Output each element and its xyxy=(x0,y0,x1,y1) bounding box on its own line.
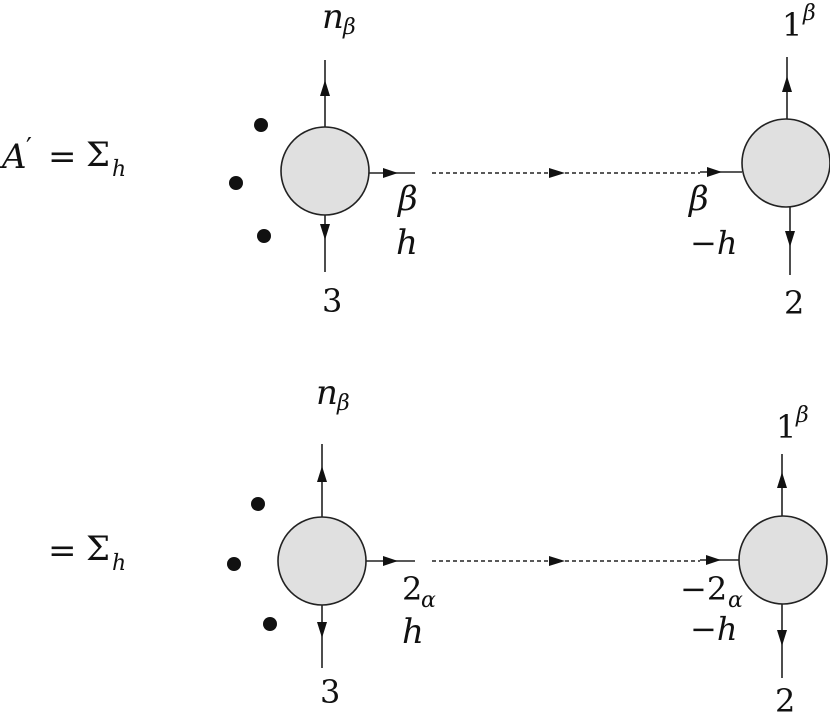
left-top-label-subscript: β xyxy=(342,15,356,40)
ellipsis-dot xyxy=(227,557,241,571)
right-top-label-superscript: β xyxy=(795,403,809,428)
right-in-label-1: −2 xyxy=(680,570,727,608)
arrow-right-icon xyxy=(707,167,722,177)
ellipsis-dot xyxy=(254,118,268,132)
arrow-up-icon xyxy=(320,80,330,96)
lhs-equals: = xyxy=(48,531,77,571)
arrow-up-icon xyxy=(782,76,792,92)
arrow-up-icon xyxy=(777,472,787,488)
left-out-label-1: β xyxy=(396,179,418,219)
ellipsis-dot xyxy=(229,176,243,190)
right-blob xyxy=(741,118,830,208)
left-blob xyxy=(277,516,367,606)
arrow-right-icon xyxy=(383,168,398,178)
left-top-label-subscript: β xyxy=(336,391,350,416)
left-bottom-label: 3 xyxy=(320,673,340,711)
left-top-label: n xyxy=(316,373,338,413)
left-blob xyxy=(280,126,370,216)
right-top-label: 1 xyxy=(776,408,796,446)
lhs-sum-subscript: h xyxy=(112,157,126,182)
diagram-2: = Σ h n β 3 2 α h xyxy=(48,373,828,716)
arrow-down-icon xyxy=(785,231,795,247)
right-in-label-1: β xyxy=(687,179,709,219)
ellipsis-dot xyxy=(251,497,265,511)
right-blob xyxy=(738,515,828,605)
diagram-1: A ′ = Σ h n β 3 β xyxy=(0,0,830,322)
lhs-a-symbol: A xyxy=(0,137,27,177)
arrow-right-icon xyxy=(549,168,565,178)
right-in-label-2: −h xyxy=(690,610,737,648)
right-in-label-1-subscript: α xyxy=(728,588,743,613)
lhs-sum-subscript: h xyxy=(112,551,126,576)
left-out-label-2: h xyxy=(396,223,418,263)
right-in-label-2: −h xyxy=(690,224,737,262)
right-bottom-label: 2 xyxy=(775,682,795,716)
right-bottom-label: 2 xyxy=(784,284,804,322)
ellipsis-dot xyxy=(263,617,277,631)
lhs-prime: ′ xyxy=(26,133,32,163)
right-top-label: 1 xyxy=(782,6,802,44)
arrow-up-icon xyxy=(317,466,327,482)
left-out-label-2: h xyxy=(402,612,424,652)
left-out-label-1: 2 xyxy=(402,570,422,608)
arrow-right-icon xyxy=(383,556,398,566)
arrow-down-icon xyxy=(320,224,330,240)
ellipsis-dot xyxy=(257,229,271,243)
lhs-sum: Σ xyxy=(86,135,110,175)
arrow-down-icon xyxy=(317,622,327,638)
right-top-label-superscript: β xyxy=(802,1,816,26)
left-top-label: n xyxy=(322,0,344,37)
arrow-right-icon xyxy=(706,555,721,565)
arrow-right-icon xyxy=(549,556,565,566)
left-bottom-label: 3 xyxy=(322,282,342,320)
left-out-label-1-subscript: α xyxy=(421,588,436,613)
lhs-sum: Σ xyxy=(86,529,110,569)
arrow-down-icon xyxy=(777,630,787,646)
lhs-equals: = xyxy=(48,137,77,177)
